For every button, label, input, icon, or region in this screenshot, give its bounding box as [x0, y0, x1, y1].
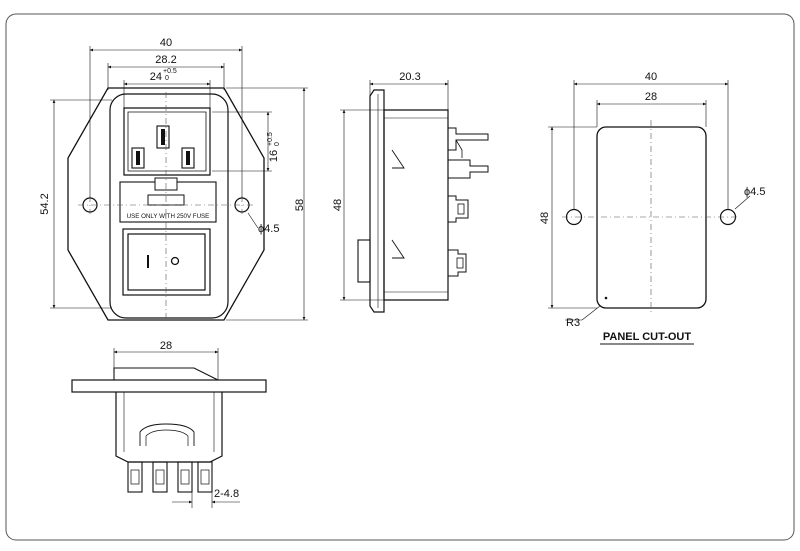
front-body: [109, 93, 229, 319]
bottom-flange: [71, 379, 267, 393]
bottom-view: [71, 367, 267, 493]
dim-front-width-inner: 24: [150, 71, 162, 83]
bottom-terminal-4: [197, 461, 213, 493]
dim-side-depth: 20.3: [399, 71, 420, 83]
dim-bottom-terminal: 2-4.8: [214, 488, 239, 500]
fuse-label: USE ONLY WITH 250V FUSE: [127, 213, 210, 220]
dim-front-height-right: 58: [294, 199, 306, 211]
dim-inlet-tol-bottom: 0: [274, 142, 281, 146]
side-flange: [369, 89, 385, 313]
dim-bottom-width: 28: [160, 340, 172, 352]
cutout-dimensions: [548, 80, 751, 345]
front-flange: [67, 87, 265, 321]
panel-cutout-title: PANEL CUT-OUT: [603, 331, 691, 343]
side-dimensions: [340, 80, 449, 301]
side-body: [383, 109, 449, 301]
cutout-rectangle: [596, 126, 707, 309]
side-terminal-fuse: [448, 195, 469, 223]
dim-side-height: 48: [332, 199, 344, 211]
bottom-dimensions: [113, 348, 240, 508]
dim-front-height-left: 54.2: [39, 193, 51, 214]
bottom-terminal-1: [127, 461, 143, 493]
bottom-switch-rocker: [113, 367, 219, 381]
dim-inlet-height: 16: [268, 150, 280, 162]
dim-cutout-hole-dia: ϕ4.5: [744, 186, 765, 198]
drawing-frame: [5, 13, 795, 541]
side-terminal-switch: [448, 249, 467, 277]
dim-front-width-total: 40: [160, 37, 172, 49]
dim-inlet-tol-top: +0.5: [267, 132, 274, 146]
bottom-terminal-2: [152, 461, 168, 493]
dim-cutout-height: 48: [539, 212, 551, 224]
panel-cutout-view: [562, 120, 740, 314]
bottom-terminal-3: [177, 461, 193, 493]
dim-cutout-total: 40: [645, 71, 657, 83]
power-switch: [122, 228, 211, 296]
dim-front-width-inner-tol-top: +0.5: [163, 68, 177, 75]
dim-front-width-mid: 28.2: [155, 54, 176, 66]
side-terminal-mid: [448, 159, 489, 179]
side-terminal-top: [448, 127, 489, 151]
dim-cutout-radius: R3: [566, 317, 580, 329]
dim-cutout-inner: 28: [645, 91, 657, 103]
side-view: [357, 89, 489, 313]
front-view: [67, 87, 265, 322]
dim-front-width-inner-tol-bottom: 0: [165, 75, 169, 82]
side-switch: [357, 239, 371, 283]
iec-inlet: [123, 107, 211, 176]
dim-front-hole-dia: ϕ4.5: [258, 223, 279, 235]
bottom-body: [115, 392, 223, 463]
front-dimensions: [50, 46, 308, 321]
